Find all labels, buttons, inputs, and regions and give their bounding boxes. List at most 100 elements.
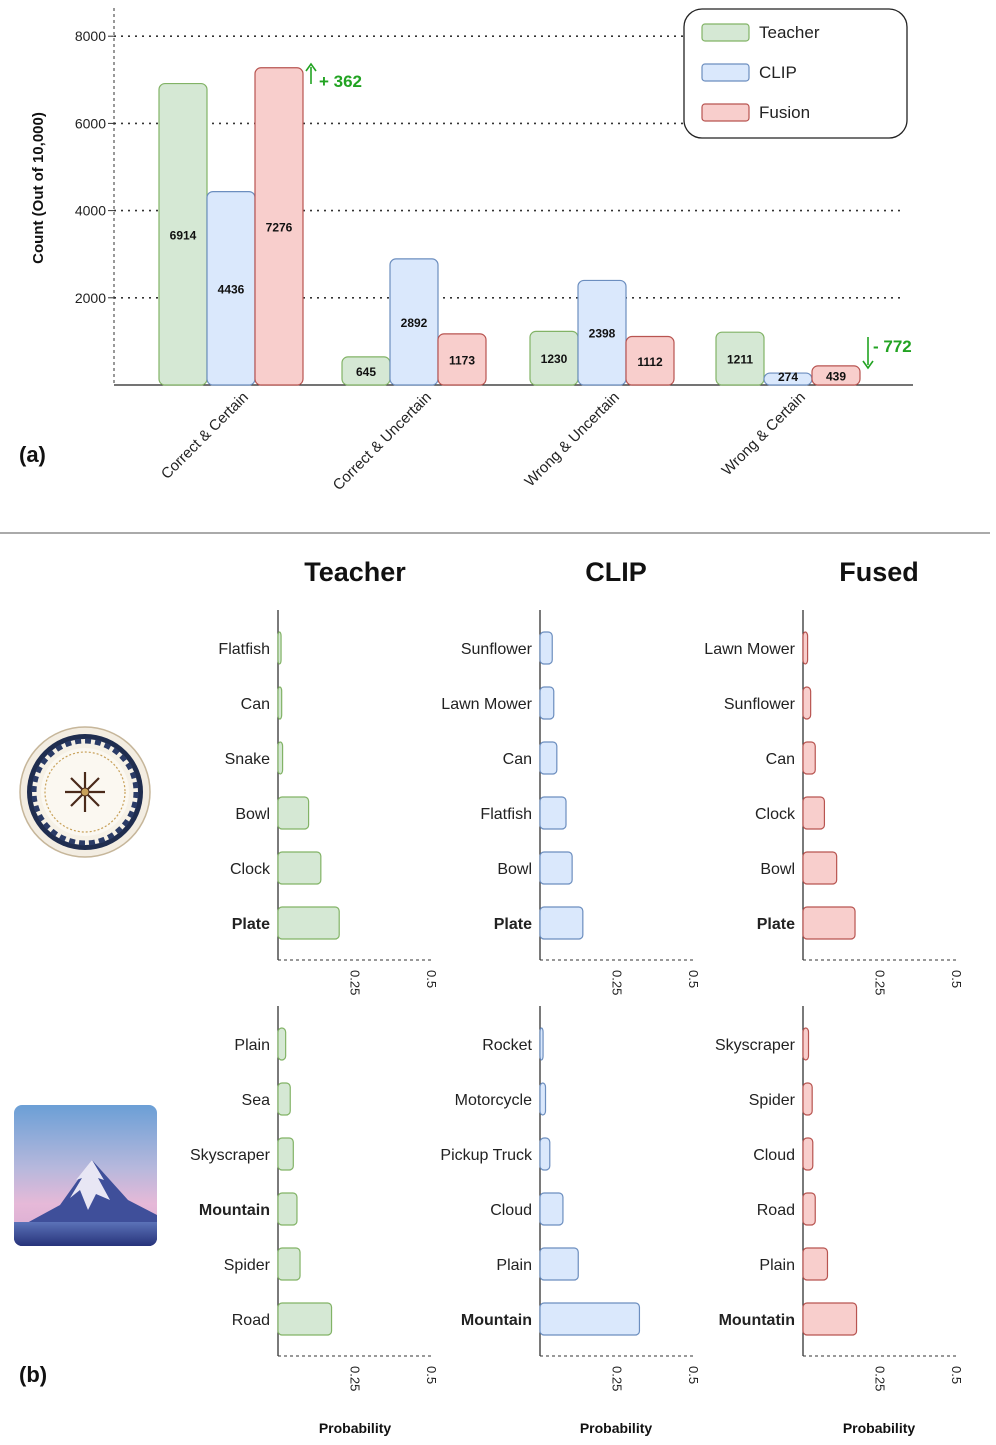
bar-fusion-correct-uncertain	[437, 333, 487, 386]
column-title-teacher: Teacher	[304, 557, 406, 587]
legend-swatch-clip	[701, 63, 750, 82]
bar-value-label: 4436	[218, 282, 245, 296]
bar-sea	[277, 1082, 291, 1116]
bar-plate	[802, 906, 856, 940]
category-label-can: Can	[766, 751, 795, 768]
bar-bowl	[277, 796, 310, 830]
panel-a-label: (a)	[19, 442, 46, 467]
x-tick-label: 0.25	[873, 970, 888, 995]
bar-clock	[802, 796, 826, 830]
bar-cloud	[802, 1137, 814, 1171]
legend-swatch-fusion	[701, 103, 750, 122]
bar-value-label: 645	[356, 365, 376, 379]
bar-mountain	[539, 1302, 641, 1336]
decorative-plate-image	[19, 726, 151, 858]
category-label-spider: Spider	[224, 1257, 271, 1274]
bar-value-label: 1211	[727, 353, 753, 367]
bar-value-label: 6914	[170, 228, 197, 242]
bar-motorcycle	[539, 1082, 547, 1116]
bar-clip-wrong-uncertain	[577, 279, 627, 386]
category-label-snake: Snake	[225, 751, 270, 768]
x-tick-label: 0.5	[686, 1366, 701, 1384]
category-label-plate: Plate	[232, 916, 270, 933]
bar-clip-correct-uncertain	[389, 258, 439, 386]
bar-clock	[277, 851, 322, 885]
bar-teacher-wrong-certain	[715, 331, 765, 386]
up-arrow-head-icon	[305, 62, 317, 72]
category-label-bowl: Bowl	[497, 861, 532, 878]
bar-bowl	[802, 851, 838, 885]
bar-snake	[277, 741, 284, 775]
x-tick-label: 0.25	[610, 970, 625, 995]
bar-mountatin	[802, 1302, 858, 1336]
legend-swatch-teacher	[701, 23, 750, 42]
y-tick-label: 2000	[75, 290, 106, 306]
bar-value-label: 2398	[589, 327, 616, 341]
bar-value-label: 1112	[637, 355, 663, 369]
bar-cloud	[539, 1192, 564, 1226]
legend-label-fusion: Fusion	[759, 103, 810, 122]
bar-can	[802, 741, 816, 775]
category-label-mountain: Mountain	[461, 1312, 532, 1329]
x-axis-label-teacher: Probability	[319, 1420, 392, 1436]
bar-spider	[802, 1082, 813, 1116]
x-tick-label-wrong-uncertain: Wrong & Uncertain	[521, 389, 622, 490]
bar-plate	[277, 906, 340, 940]
bar-fusion-wrong-certain	[811, 365, 861, 386]
legend-label-teacher: Teacher	[759, 23, 820, 42]
bar-skyscraper	[802, 1027, 810, 1061]
category-label-can: Can	[241, 696, 270, 713]
category-label-bowl: Bowl	[760, 861, 795, 878]
category-label-road: Road	[757, 1202, 795, 1219]
x-tick-label: 0.5	[949, 970, 964, 988]
bar-plate	[539, 906, 584, 940]
category-label-sea: Sea	[242, 1092, 271, 1109]
bar-lawn-mower	[802, 631, 809, 665]
bar-rocket	[539, 1027, 544, 1061]
decrease-label: - 772	[873, 337, 912, 356]
x-tick-label: 0.5	[949, 1366, 964, 1384]
category-label-lawn-mower: Lawn Mower	[704, 641, 795, 658]
x-tick-label-correct-certain: Correct & Certain	[158, 389, 252, 483]
x-tick-label: 0.25	[873, 1366, 888, 1391]
column-title-fused: Fused	[839, 557, 919, 587]
x-tick-label: 0.25	[348, 1366, 363, 1391]
decrease-annotation: - 772	[862, 337, 912, 370]
category-label-motorcycle: Motorcycle	[455, 1092, 532, 1109]
category-label-sunflower: Sunflower	[724, 696, 796, 713]
category-label-plain: Plain	[496, 1257, 532, 1274]
x-tick-label: 0.25	[610, 1366, 625, 1391]
category-label-skyscraper: Skyscraper	[715, 1037, 796, 1054]
category-label-plain: Plain	[234, 1037, 270, 1054]
mountain-image	[14, 1105, 157, 1246]
bar-value-label: 274	[778, 370, 798, 384]
category-label-can: Can	[503, 751, 532, 768]
legend-label-clip: CLIP	[759, 63, 797, 82]
bar-fusion-wrong-uncertain	[625, 335, 675, 386]
bar-value-label: 439	[826, 369, 846, 383]
bar-sunflower	[539, 631, 553, 665]
category-label-clock: Clock	[755, 806, 796, 823]
x-tick-label: 0.5	[424, 970, 439, 988]
y-axis-label: Count (Out of 10,000)	[30, 112, 47, 264]
increase-label: + 362	[319, 72, 362, 91]
x-tick-label-wrong-certain: Wrong & Certain	[719, 389, 809, 479]
x-tick-label: 0.5	[686, 970, 701, 988]
category-label-plain: Plain	[759, 1257, 795, 1274]
bar-can	[539, 741, 558, 775]
bar-skyscraper	[277, 1137, 294, 1171]
bar-spider	[277, 1247, 301, 1281]
bar-sunflower	[802, 686, 812, 720]
x-tick-label-correct-uncertain: Correct & Uncertain	[330, 389, 435, 494]
category-label-clock: Clock	[230, 861, 271, 878]
category-label-plate: Plate	[757, 916, 795, 933]
column-title-clip: CLIP	[585, 557, 647, 587]
panel-b-label: (b)	[19, 1362, 47, 1387]
category-label-flatfish: Flatfish	[480, 806, 532, 823]
